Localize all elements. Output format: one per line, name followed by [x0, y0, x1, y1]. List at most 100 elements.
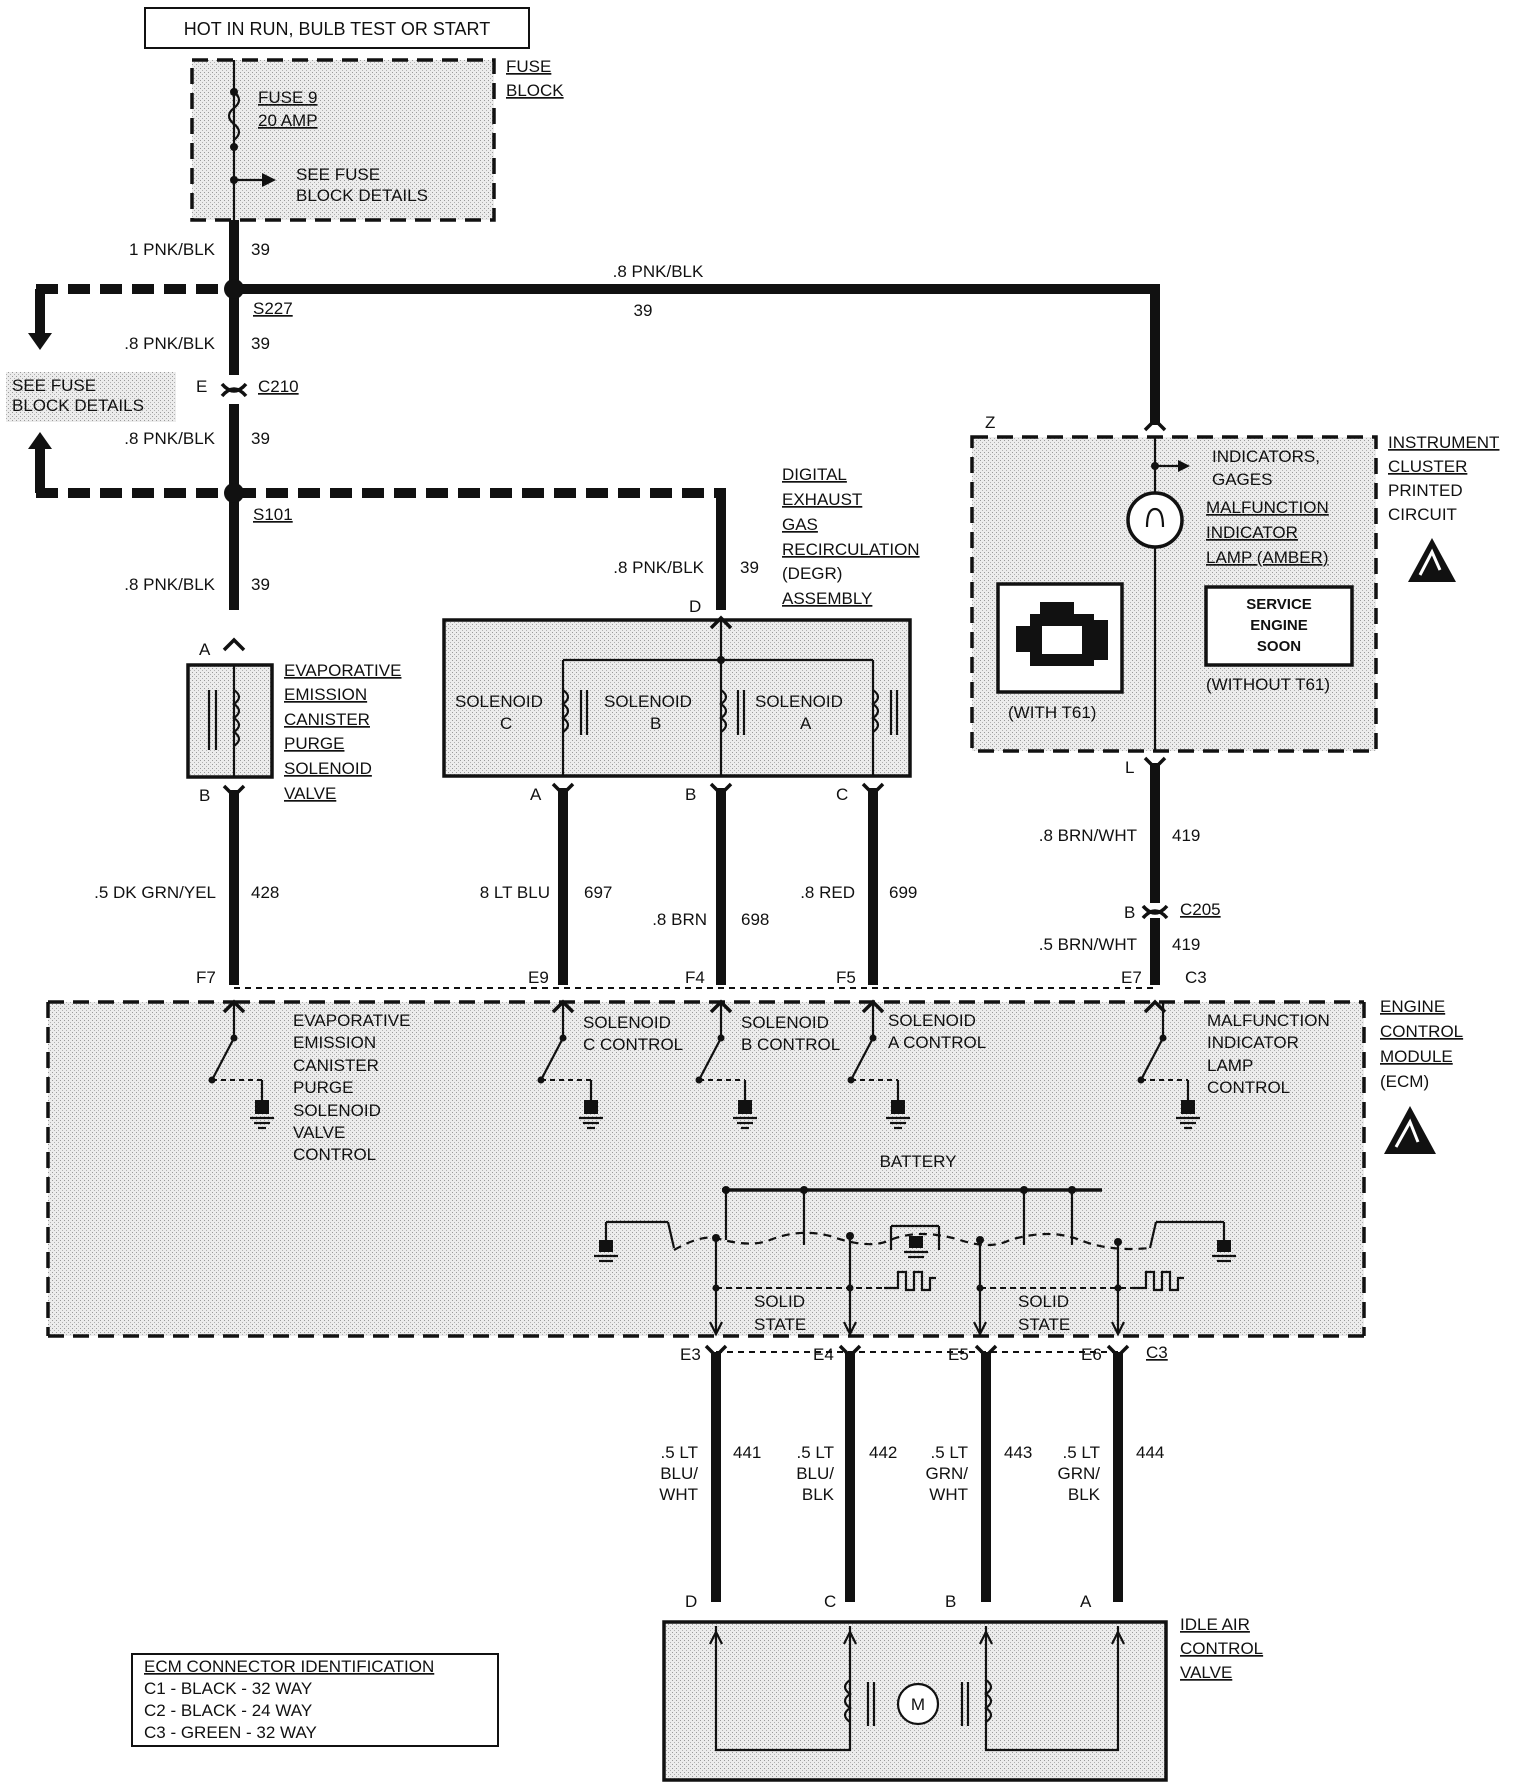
mil-label: INDICATOR [1206, 523, 1298, 542]
pin-label: E4 [813, 1345, 834, 1364]
ecm-evap-control-label: CANISTER [293, 1056, 379, 1075]
indicators-label: GAGES [1212, 470, 1272, 489]
circuit-number: 444 [1136, 1443, 1164, 1462]
legend-row: C2 - BLACK - 24 WAY [144, 1701, 312, 1720]
ic-title: CLUSTER [1388, 457, 1467, 476]
circuit-number: 697 [584, 883, 612, 902]
ecm-evap-control-label: VALVE [293, 1123, 345, 1142]
coil-icon [871, 689, 880, 733]
evap-purge-solenoid-valve: A B EVAPORATIVE EMISSION CANISTER PURGE … [186, 640, 401, 805]
circuit-number: 442 [869, 1443, 897, 1462]
circuit-number: 428 [251, 883, 279, 902]
engine-icon [1016, 602, 1108, 666]
solid-state-label: STATE [1018, 1315, 1070, 1334]
wire-label: BLU/ [796, 1464, 834, 1483]
wire-label: WHT [929, 1485, 968, 1504]
iac-driver-circuit [594, 1186, 1236, 1337]
pin-label: E7 [1121, 968, 1142, 987]
wire-label: .8 PNK/BLK [613, 558, 704, 577]
iac-title: VALVE [1180, 1663, 1232, 1682]
arrow-right-icon [262, 173, 276, 187]
ecm-connector-legend: ECM CONNECTOR IDENTIFICATION C1 - BLACK … [131, 1653, 499, 1747]
pin-label: C [824, 1592, 836, 1611]
degr-title: EXHAUST [782, 490, 862, 509]
wire-label: .5 LT [797, 1443, 834, 1462]
connector-c3-label: C3 [1146, 1343, 1168, 1362]
circuit-number: 39 [740, 558, 759, 577]
solenoid-a-letter: A [800, 714, 812, 733]
evap-label: CANISTER [284, 710, 370, 729]
iac-wires [711, 1351, 1123, 1602]
degr-title: GAS [782, 515, 818, 534]
wire-label: .8 BRN/WHT [1039, 826, 1137, 845]
wire-label: WHT [659, 1485, 698, 1504]
ecm-sol-a-label: A CONTROL [888, 1033, 986, 1052]
ecm-sol-c-label: C CONTROL [583, 1035, 683, 1054]
arrow-right-icon [1178, 460, 1190, 472]
pin-label: Z [985, 413, 995, 432]
pin-label: L [1125, 758, 1134, 777]
pin-label: F5 [836, 968, 856, 987]
mil-label: LAMP (AMBER) [1206, 548, 1329, 567]
pin-label: A [1080, 1592, 1092, 1611]
ic-title: PRINTED [1388, 481, 1463, 500]
wire-label: .5 DK GRN/YEL [94, 883, 216, 902]
circuit-number: 39 [251, 334, 270, 353]
see-fuse-block-details: SEE FUSE BLOCK DETAILS [6, 372, 176, 422]
battery-label: BATTERY [880, 1152, 957, 1171]
circuit-number: 699 [889, 883, 917, 902]
wire-label: .8 PNK/BLK [124, 429, 215, 448]
evap-label: VALVE [284, 784, 336, 803]
esd-warning-icon [1408, 538, 1456, 582]
wire-label: .8 PNK/BLK [613, 262, 704, 281]
pulse-icon [884, 1270, 936, 1292]
splice-s101-label: S101 [253, 505, 293, 524]
circuit-number: 441 [733, 1443, 761, 1462]
degr-assembly: SOLENOID C SOLENOID B SOLENOID A D A B C… [442, 465, 920, 804]
pin-chevrons [222, 417, 1167, 1359]
degr-title: ASSEMBLY [782, 589, 872, 608]
pin-label: F7 [196, 968, 216, 987]
power-source-label: HOT IN RUN, BULB TEST OR START [184, 19, 490, 39]
pin-label: E6 [1081, 1345, 1102, 1364]
details-line: SEE FUSE [12, 376, 96, 395]
ecm-title: ENGINE [1380, 997, 1445, 1016]
ses-label: SOON [1257, 638, 1301, 655]
ecm-title: MODULE [1380, 1047, 1453, 1066]
ecm-sol-a-label: SOLENOID [888, 1011, 976, 1030]
wire-label: BLK [802, 1485, 835, 1504]
fuse-rating: 20 AMP [258, 111, 318, 130]
wire-label: GRN/ [1058, 1464, 1101, 1483]
solenoid-b-label: SOLENOID [604, 692, 692, 711]
evap-label: PURGE [284, 734, 344, 753]
coil-icon [843, 1679, 852, 1723]
wire-label: .8 PNK/BLK [124, 334, 215, 353]
coil-icon [984, 1679, 993, 1723]
instrument-cluster: Z L INDICATORS, GAGES MALFUNCTION INDICA… [970, 413, 1499, 777]
ecm-evap-control-label: EVAPORATIVE [293, 1011, 410, 1030]
circuit-number: 39 [251, 240, 270, 259]
circuit-number: 419 [1172, 826, 1200, 845]
coil-icon [232, 689, 241, 747]
ecm-mil-label: INDICATOR [1207, 1033, 1299, 1052]
degr-title: DIGITAL [782, 465, 847, 484]
coil-icon [561, 689, 570, 733]
wire-label: GRN/ [926, 1464, 969, 1483]
fuse-block-title-1: FUSE [506, 57, 551, 76]
wire-label: .8 BRN [652, 910, 707, 929]
ecm-evap-control-label: PURGE [293, 1078, 353, 1097]
wire-label: .8 RED [800, 883, 855, 902]
circuit-number: 39 [251, 575, 270, 594]
main-feed-wires [28, 220, 1160, 985]
solenoid-a-label: SOLENOID [755, 692, 843, 711]
ecm-sol-b-label: B CONTROL [741, 1035, 840, 1054]
motor-symbol: M [911, 1695, 925, 1714]
pin-label: A [199, 640, 211, 659]
ecm-sol-c-label: SOLENOID [583, 1013, 671, 1032]
arrow-down-icon [28, 333, 52, 350]
splice-s227 [224, 279, 244, 299]
lamp-icon [1126, 491, 1184, 549]
legend-row: C1 - BLACK - 32 WAY [144, 1679, 312, 1698]
legend-title: ECM CONNECTOR IDENTIFICATION [144, 1657, 434, 1676]
connector-c210-label: C210 [258, 377, 299, 396]
